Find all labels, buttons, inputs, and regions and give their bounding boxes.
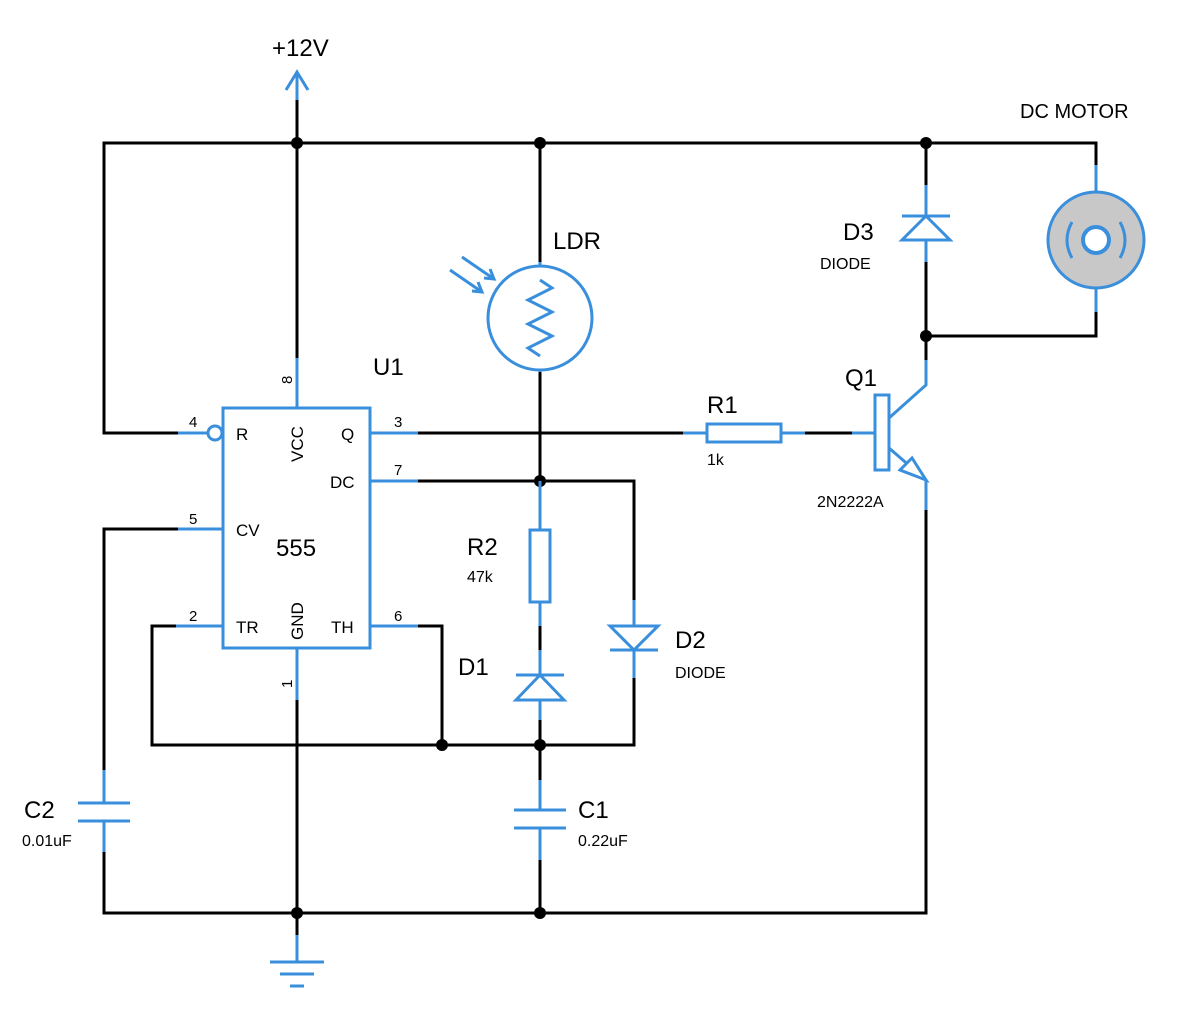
c1-plates bbox=[514, 808, 566, 830]
ground-icon bbox=[270, 960, 324, 988]
r1-value: 1k bbox=[707, 452, 725, 469]
pin-gnd-number: 1 bbox=[279, 680, 296, 688]
junction-dot bbox=[291, 907, 303, 919]
ldr-resistor-zigzag-icon bbox=[524, 278, 556, 358]
d2-value: DIODE bbox=[675, 665, 726, 682]
ground-symbol bbox=[270, 935, 324, 988]
wire-cv bbox=[102, 527, 180, 772]
pin-out-name: Q bbox=[341, 425, 354, 444]
wire-threshold bbox=[416, 624, 444, 747]
pin-cv-number: 5 bbox=[189, 511, 197, 528]
supply-label: +12V bbox=[272, 35, 329, 62]
junction-dot bbox=[534, 907, 546, 919]
c1-value: 0.22uF bbox=[578, 833, 628, 850]
ic-555: U1 555 4 3 7 5 2 6 8 1 R Q DC CV TR TH V… bbox=[176, 354, 418, 700]
d1-triangle-icon bbox=[512, 672, 568, 702]
light-arrow-icon bbox=[449, 268, 485, 294]
pin-disch-number: 7 bbox=[394, 462, 402, 479]
q1-base-bar bbox=[873, 393, 891, 472]
d1-ref: D1 bbox=[458, 654, 489, 681]
junction-dot bbox=[534, 739, 546, 751]
reset-bubble-icon bbox=[206, 424, 224, 442]
r2-value: 47k bbox=[467, 569, 494, 586]
junction-dot bbox=[534, 137, 546, 149]
wire-motor-bottom bbox=[924, 310, 1098, 338]
junction-dot bbox=[920, 137, 932, 149]
c2-value: 0.01uF bbox=[22, 833, 72, 850]
motor-rotation-icon bbox=[1065, 221, 1127, 259]
pin-thr-name: TH bbox=[331, 618, 354, 637]
light-arrow-icon bbox=[461, 255, 497, 281]
diode-d1: D1 bbox=[458, 650, 568, 720]
q1-value: 2N2222A bbox=[817, 494, 884, 511]
transistor-q1: Q1 2N2222A bbox=[817, 360, 930, 511]
c1-ref: C1 bbox=[578, 797, 609, 824]
capacitor-c1: C1 0.22uF bbox=[514, 780, 628, 860]
capacitor-c2: C2 0.01uF bbox=[22, 770, 130, 852]
supply-symbol: +12V bbox=[272, 35, 329, 100]
r1-ref: R1 bbox=[707, 392, 738, 419]
d3-ref: D3 bbox=[843, 219, 874, 246]
pin-gnd-name: GND bbox=[288, 602, 307, 640]
r2-body bbox=[528, 528, 552, 604]
junction-dot bbox=[436, 739, 448, 751]
d2-ref: D2 bbox=[675, 627, 706, 654]
pin-reset-name: R bbox=[236, 425, 248, 444]
pin-vcc-number: 8 bbox=[279, 376, 296, 384]
dc-motor: DC MOTOR bbox=[1020, 101, 1146, 312]
wire-reset-loop bbox=[102, 141, 180, 435]
pin-out-number: 3 bbox=[394, 414, 402, 431]
c2-ref: C2 bbox=[24, 797, 55, 824]
r1-body bbox=[705, 422, 783, 444]
q1-emitter-arrow-icon bbox=[897, 455, 930, 484]
motor-shaft-icon bbox=[1081, 225, 1111, 255]
pin-thr-number: 6 bbox=[394, 608, 402, 625]
resistor-r2: R2 47k bbox=[467, 481, 552, 626]
pin-disch-name: DC bbox=[330, 473, 355, 492]
c2-plates bbox=[78, 801, 130, 823]
motor-label: DC MOTOR bbox=[1020, 101, 1129, 123]
d2-triangle-icon bbox=[606, 624, 662, 653]
ic-type: 555 bbox=[276, 535, 316, 562]
ic-body bbox=[221, 406, 372, 650]
supply-arrow-icon bbox=[284, 69, 310, 100]
ic-ref: U1 bbox=[373, 354, 404, 381]
r2-ref: R2 bbox=[467, 534, 498, 561]
q1-collector bbox=[888, 360, 928, 420]
wires bbox=[102, 98, 1098, 937]
pin-trig-name: TR bbox=[236, 618, 259, 637]
pin-vcc-name: VCC bbox=[288, 426, 307, 462]
d3-triangle-icon bbox=[898, 213, 954, 242]
diode-d3: D3 DIODE bbox=[820, 185, 954, 273]
d3-value: DIODE bbox=[820, 256, 871, 273]
resistor-r1: R1 1k bbox=[683, 392, 805, 469]
wire-bottom-rail bbox=[102, 508, 928, 915]
junction-dot bbox=[291, 137, 303, 149]
pin-trig-number: 2 bbox=[189, 608, 197, 625]
pin-reset-number: 4 bbox=[189, 414, 197, 431]
junctions bbox=[291, 137, 932, 919]
ldr-label: LDR bbox=[553, 228, 601, 255]
q1-ref: Q1 bbox=[845, 365, 877, 392]
diode-d2: D2 DIODE bbox=[606, 600, 726, 682]
pin-cv-name: CV bbox=[236, 521, 260, 540]
wire-timing-loop bbox=[150, 624, 636, 747]
junction-dot bbox=[920, 330, 932, 342]
ldr: LDR bbox=[449, 228, 601, 372]
wire-discharge bbox=[416, 479, 636, 602]
